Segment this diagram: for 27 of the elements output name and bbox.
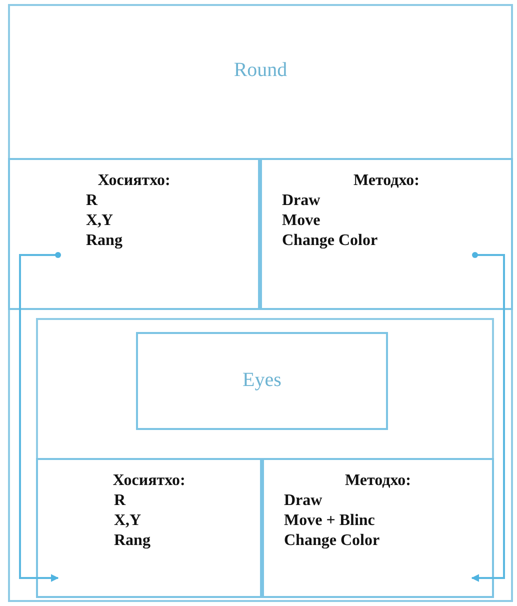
member-name: Move + Blinc xyxy=(284,512,375,530)
section-heading: Хосиятхо: xyxy=(112,472,186,490)
class-name: Eyes xyxy=(242,368,282,392)
section-heading: Методхо: xyxy=(352,172,420,190)
member-name: Draw xyxy=(284,492,322,510)
member-name: R xyxy=(86,192,98,210)
member-name: X,Y xyxy=(114,512,142,530)
class-box xyxy=(36,318,494,598)
member-name: Change Color xyxy=(284,532,380,550)
member-cell xyxy=(36,458,262,598)
member-name: Change Color xyxy=(282,232,378,250)
member-name: Rang xyxy=(86,232,122,250)
member-name: R xyxy=(114,492,126,510)
member-name: X,Y xyxy=(86,212,114,230)
member-cell xyxy=(262,458,494,598)
section-heading: Хосиятхо: xyxy=(96,172,172,190)
member-cell xyxy=(260,158,513,310)
member-name: Move xyxy=(282,212,320,230)
section-heading: Методхо: xyxy=(344,472,412,490)
class-box xyxy=(136,332,388,430)
member-cell xyxy=(8,158,260,310)
arrow xyxy=(471,252,505,582)
class-name: Round xyxy=(232,58,288,82)
member-name: Draw xyxy=(282,192,320,210)
member-name: Rang xyxy=(114,532,150,550)
arrow xyxy=(19,252,61,582)
class-box xyxy=(8,4,513,602)
